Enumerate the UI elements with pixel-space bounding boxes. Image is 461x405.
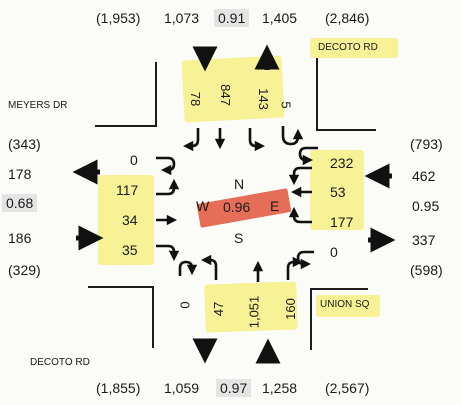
- east-right-arrow: [288, 206, 312, 224]
- west-u-volume: 0: [130, 152, 138, 168]
- curb-sw-horizontal: [88, 286, 154, 288]
- east-u-volume: 0: [330, 244, 338, 260]
- south-u-turn-arrow: [178, 260, 198, 276]
- west-right-arrow: [156, 244, 180, 262]
- curb-ne-horizontal: [316, 129, 376, 131]
- north-adt-out: (2,846): [325, 10, 370, 26]
- south-peak-factor: 0.97: [216, 379, 252, 397]
- north-u-volume: 5: [278, 101, 294, 109]
- north-left-volume: 78: [188, 91, 204, 107]
- curb-sw-vertical: [152, 286, 154, 348]
- east-peak-factor: 0.95: [412, 198, 440, 214]
- highlight-decoto-north: [310, 38, 398, 58]
- south-left-arrow: [200, 254, 218, 280]
- street-union-sq: UNION SQ: [320, 299, 370, 310]
- east-u-turn-arrow: [298, 146, 318, 166]
- south-right-volume: 160: [282, 298, 298, 320]
- south-vol-out: 1,059: [164, 380, 200, 396]
- east-left-volume: 232: [330, 155, 354, 171]
- west-left-arrow: [156, 178, 180, 196]
- east-vol-in: 462: [412, 168, 436, 184]
- east-left-arrow: [288, 166, 312, 186]
- north-vol-out: 1,073: [164, 10, 200, 26]
- compass-east: E: [270, 198, 280, 214]
- west-left-volume: 117: [116, 182, 139, 198]
- center-peak-bar: [196, 188, 292, 228]
- south-right-arrow: [286, 256, 304, 280]
- compass-west: W: [196, 198, 210, 214]
- curb-ne-vertical: [316, 58, 318, 130]
- west-vol-out: 178: [8, 166, 32, 182]
- north-peak-factor: 0.91: [214, 9, 250, 27]
- north-adt-in: (1,953): [96, 10, 141, 26]
- compass-south: S: [234, 230, 244, 246]
- east-through-volume: 53: [330, 184, 346, 200]
- north-left-arrow: [182, 128, 200, 152]
- west-u-turn-arrow: [156, 156, 176, 176]
- highlight-west-lanes: [98, 175, 154, 265]
- curb-nw-vertical: [155, 62, 157, 126]
- east-adt-in: (793): [410, 136, 443, 152]
- street-meyers-dr: MEYERS DR: [8, 100, 68, 111]
- west-through-volume: 34: [122, 212, 138, 228]
- west-right-volume: 35: [122, 242, 138, 258]
- north-right-arrow: [248, 128, 266, 152]
- north-right-volume: 143: [255, 88, 271, 110]
- center-peak-hour-factor: 0.96: [223, 199, 251, 215]
- south-through-volume: 1,051: [246, 295, 262, 329]
- east-vol-out: 337: [412, 232, 436, 248]
- south-adt-out: (1,855): [96, 380, 141, 396]
- curb-se-vertical: [310, 288, 312, 350]
- south-adt-in: (2,567): [325, 380, 370, 396]
- street-decoto-rd-north: DECOTO RD: [318, 42, 378, 53]
- curb-se-horizontal: [310, 288, 368, 290]
- west-peak-factor: 0.68: [2, 194, 38, 212]
- west-adt-out: (343): [8, 136, 41, 152]
- east-adt-out: (598): [410, 262, 443, 278]
- north-vol-in: 1,405: [262, 10, 298, 26]
- west-vol-in: 186: [8, 230, 32, 246]
- north-u-turn-arrow: [281, 126, 304, 146]
- east-right-volume: 177: [330, 214, 354, 230]
- highlight-east-lanes: [310, 150, 364, 230]
- south-vol-in: 1,258: [262, 380, 298, 396]
- north-through-volume: 847: [217, 84, 233, 106]
- curb-nw-horizontal: [95, 125, 157, 127]
- south-left-volume: 47: [211, 301, 227, 317]
- street-decoto-rd-south: DECOTO RD: [30, 357, 90, 368]
- south-u-volume: 0: [177, 301, 193, 309]
- east-u-arrow-lower: [296, 250, 314, 270]
- compass-north: N: [234, 176, 245, 192]
- west-adt-in: (329): [8, 262, 41, 278]
- highlight-union-sq: [316, 295, 380, 317]
